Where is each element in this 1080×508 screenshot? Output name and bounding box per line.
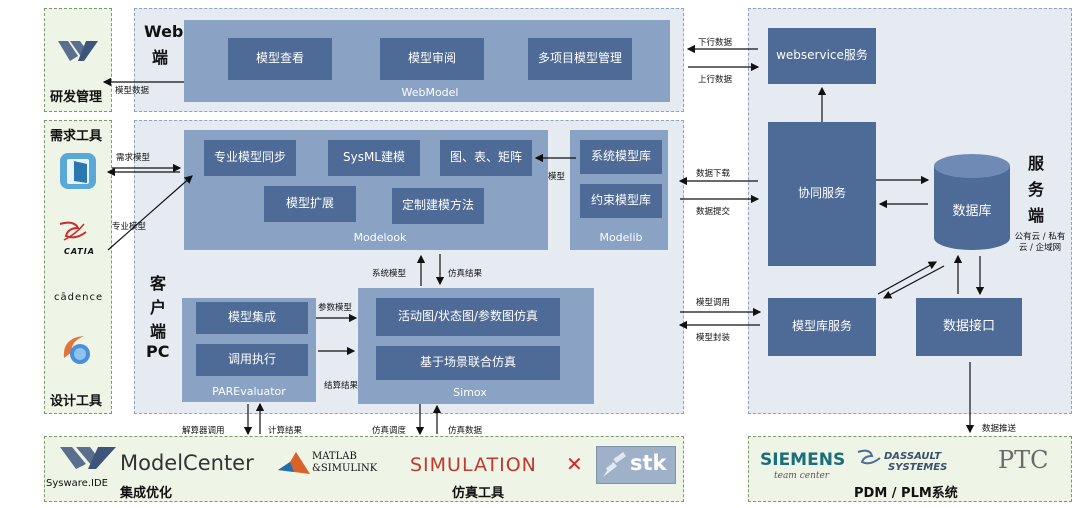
collab-service-button[interactable]: 协同服务 (768, 122, 876, 266)
pdm-plm-label: PDM / PLM系统 (854, 486, 958, 501)
arrow-label-model-call: 模型调用 (696, 298, 731, 308)
data-interface-button[interactable]: 数据接口 (916, 298, 1022, 356)
stk-logo (596, 446, 676, 484)
custom-method-button[interactable]: 定制建模方法 (392, 188, 484, 224)
design-tools-label: 设计工具 (50, 394, 103, 409)
web-title-line1: Web (144, 22, 184, 41)
model-integration-button[interactable]: 模型集成 (196, 302, 308, 334)
pdm-region (748, 436, 1072, 502)
bottom-tools-region (44, 436, 684, 502)
arrow-label-system-model: 系统模型 (372, 269, 407, 279)
multi-project-mgmt-button[interactable]: 多项目模型管理 (528, 38, 632, 80)
server-title-1: 服 (1028, 154, 1045, 173)
arrow-label-sim-data: 仿真数据 (448, 426, 483, 436)
dassault-label: DASSAULT (884, 451, 942, 462)
arrow-label-model-package: 模型封装 (696, 333, 731, 343)
spec-model-sync-button[interactable]: 专业模型同步 (204, 140, 296, 176)
modelook-label: Modelook (353, 231, 407, 244)
client-title-1: 客 (150, 274, 167, 293)
arrow-label-down-data: 下行数据 (698, 38, 733, 48)
sysml-modeling-button[interactable]: SysML建模 (328, 140, 420, 176)
database-note: 公有云 / 私有云 / 企域网 (1014, 232, 1066, 254)
stk-satellite-icon (603, 452, 627, 477)
model-review-button[interactable]: 模型审阅 (380, 38, 484, 80)
client-title-2: 户 (150, 298, 167, 317)
server-title-3: 端 (1028, 206, 1045, 225)
sysware-logo-icon (58, 41, 98, 61)
modelcenter-logo: ModelCenter (120, 451, 254, 475)
matlab-logo-icon (278, 452, 310, 474)
activity-sim-button[interactable]: 活动图/状态图/参数图仿真 (376, 298, 560, 336)
charts-matrix-button[interactable]: 图、表、矩阵 (440, 140, 532, 176)
rd-mgmt-region (44, 8, 112, 112)
simulation-x-logo: SIMULATION (410, 454, 537, 476)
scenario-sim-button[interactable]: 基于场景联合仿真 (376, 346, 560, 380)
webservice-button[interactable]: webservice服务 (768, 28, 876, 84)
systemes-label: SYSTEMES (888, 462, 948, 473)
web-title-line2: 端 (152, 48, 169, 67)
arrow-label-model: 模型 (548, 172, 566, 182)
siemens-logo: SIEMENS (760, 450, 846, 470)
arrow-label-sim-result: 仿真结果 (448, 269, 483, 279)
arrow-label-data-push: 数据推送 (982, 424, 1017, 434)
modelib-label: Modelib (599, 231, 643, 244)
database-label: 数据库 (952, 204, 992, 219)
simulink-label: &SIMULINK (312, 463, 378, 474)
cadence-label: cādence (54, 292, 104, 303)
client-title-3: 端 (150, 322, 167, 341)
catia-label: CATIA (64, 247, 95, 256)
design-tool-logo-icon (63, 336, 90, 364)
sim-tools-label: 仿真工具 (452, 486, 505, 501)
webmodel-label: WebModel (401, 86, 459, 99)
constraint-model-lib-button[interactable]: 约束模型库 (580, 184, 662, 218)
model-view-button[interactable]: 模型查看 (228, 38, 332, 80)
arrow-label-solver-call: 解算器调用 (182, 426, 225, 436)
model-lib-service-button[interactable]: 模型库服务 (768, 298, 876, 356)
client-title-4: PC (146, 342, 170, 361)
rd-mgmt-label: 研发管理 (50, 90, 103, 105)
simulation-x-mark-icon: ✕ (566, 452, 583, 476)
req-tools-label: 需求工具 (50, 129, 103, 144)
teamcenter-label: team center (774, 471, 830, 481)
arrow-label-data-download: 数据下载 (696, 169, 731, 179)
arrow-label-data-submit: 数据提交 (696, 207, 731, 217)
arrow-label-model-data: 模型数据 (115, 86, 150, 96)
model-extend-button[interactable]: 模型扩展 (264, 186, 356, 222)
parevaluator-label: PAREvaluator (212, 385, 286, 398)
arrow-label-req-model: 需求模型 (116, 153, 151, 163)
door-app-icon (60, 153, 96, 189)
sysware-ide-logo-icon (60, 447, 116, 469)
matlab-label: MATLAB (312, 451, 357, 462)
sysware-ide-label: Sysware.IDE (46, 478, 108, 489)
server-title-2: 务 (1028, 180, 1045, 199)
dassault-logo-icon (857, 449, 881, 465)
call-execute-button[interactable]: 调用执行 (196, 344, 308, 376)
stk-label: stk (630, 451, 667, 475)
system-model-lib-button[interactable]: 系统模型库 (580, 140, 662, 174)
simox-label: Simox (453, 386, 487, 399)
arrow-label-spec-model: 专业模型 (112, 222, 147, 232)
arrow-label-param-model: 参数模型 (318, 303, 353, 313)
arrow-label-up-data: 上行数据 (698, 75, 733, 85)
arrow-label-compute-result: 计算结果 (268, 426, 303, 436)
ptc-logo: PTC (998, 446, 1049, 474)
arrow-label-calc-result: 结算结果 (324, 381, 359, 391)
catia-logo-icon (59, 221, 87, 241)
database-icon (934, 154, 1010, 250)
arrow-label-sim-schedule: 仿真调度 (372, 426, 407, 436)
integration-opt-label: 集成优化 (120, 486, 173, 501)
